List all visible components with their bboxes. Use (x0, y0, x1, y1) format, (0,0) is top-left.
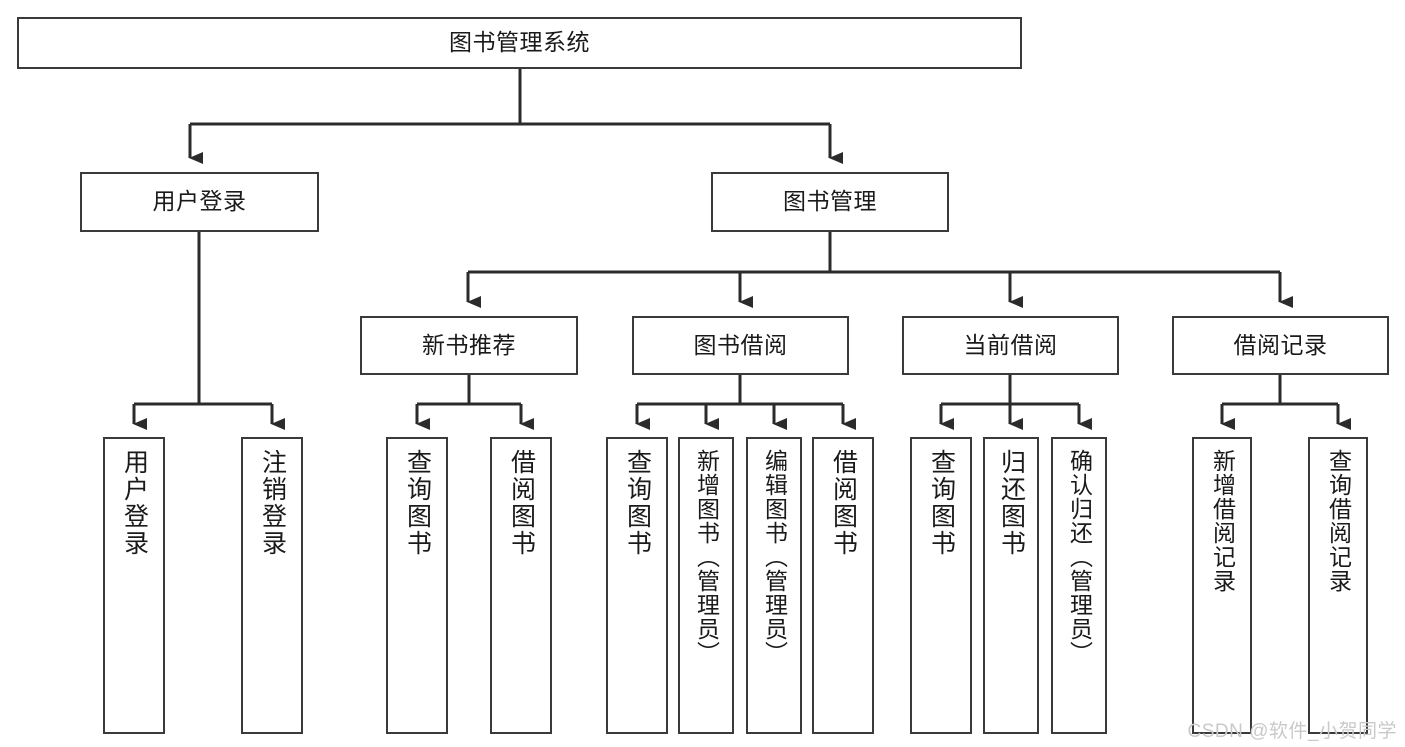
node-leaf-query-book-current[interactable]: 查询图书 (910, 437, 972, 734)
node-label: 查询图书 (403, 449, 432, 557)
node-leaf-add-borrow-record[interactable]: 新增借阅记录 (1192, 437, 1252, 734)
node-leaf-return-book[interactable]: 归还图书 (983, 437, 1039, 734)
node-leaf-edit-book-admin[interactable]: 编辑图书（管理员） (746, 437, 802, 734)
node-book-management[interactable]: 图书管理 (711, 172, 949, 232)
node-label: 新增图书（管理员） (693, 449, 720, 665)
node-label: 新增借阅记录 (1209, 449, 1236, 593)
node-borrow-record[interactable]: 借阅记录 (1172, 316, 1389, 375)
node-label: 注销登录 (258, 449, 287, 557)
node-label: 借阅图书 (829, 449, 858, 557)
node-book-borrow[interactable]: 图书借阅 (632, 316, 849, 375)
node-label: 用户登录 (120, 449, 149, 557)
node-new-book-recommend[interactable]: 新书推荐 (360, 316, 578, 375)
node-leaf-query-borrow-record[interactable]: 查询借阅记录 (1308, 437, 1368, 734)
node-leaf-user-login[interactable]: 用户登录 (103, 437, 165, 734)
node-current-borrow[interactable]: 当前借阅 (902, 316, 1119, 375)
node-label: 新书推荐 (422, 331, 516, 358)
node-label: 查询图书 (623, 449, 652, 557)
node-leaf-borrow-book[interactable]: 借阅图书 (812, 437, 874, 734)
node-user-login[interactable]: 用户登录 (80, 172, 319, 232)
node-leaf-logout[interactable]: 注销登录 (241, 437, 303, 734)
node-label: 用户登录 (152, 188, 247, 215)
node-label: 查询图书 (927, 449, 956, 557)
node-label: 借阅记录 (1233, 331, 1328, 358)
node-label: 图书管理系统 (449, 29, 590, 56)
csdn-watermark: CSDN @软件_小贺同学 (1187, 721, 1397, 742)
node-leaf-borrow-book-recommend[interactable]: 借阅图书 (490, 437, 552, 734)
node-label: 图书管理 (783, 188, 877, 215)
node-label: 归还图书 (997, 449, 1026, 557)
node-label: 图书借阅 (693, 331, 788, 358)
node-leaf-query-book-recommend[interactable]: 查询图书 (386, 437, 448, 734)
node-root-book-management-system[interactable]: 图书管理系统 (17, 17, 1022, 69)
node-leaf-query-book-borrow[interactable]: 查询图书 (606, 437, 668, 734)
node-label: 借阅图书 (507, 449, 536, 557)
node-leaf-confirm-return-admin[interactable]: 确认归还（管理员） (1051, 437, 1107, 734)
node-label: 查询借阅记录 (1325, 449, 1352, 593)
node-label: 确认归还（管理员） (1066, 449, 1093, 665)
node-leaf-add-book-admin[interactable]: 新增图书（管理员） (678, 437, 734, 734)
node-label: 编辑图书（管理员） (761, 449, 788, 665)
node-label: 当前借阅 (963, 331, 1058, 358)
